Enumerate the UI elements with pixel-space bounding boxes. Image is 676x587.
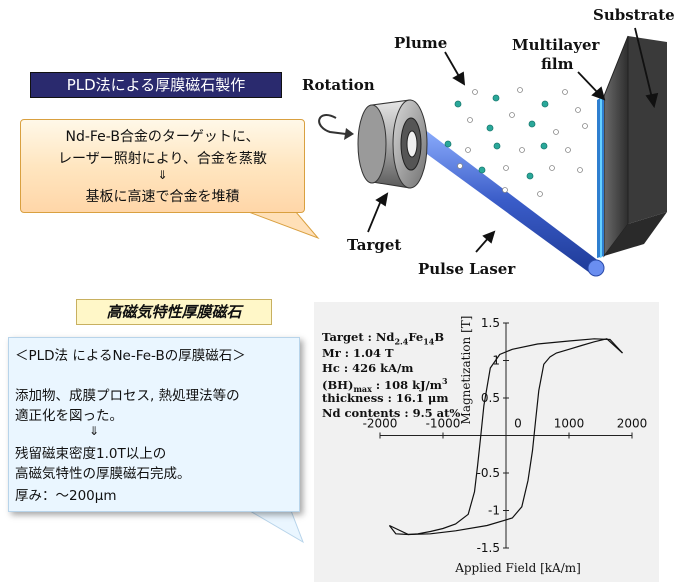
x-tick-label: 2000: [617, 417, 648, 431]
plume-particle: [486, 124, 494, 132]
annotation-bh-sup: 3: [441, 376, 448, 386]
label-pulse-laser: Pulse Laser: [418, 260, 516, 278]
annotation-nd: Nd contents : 9.5 at%: [322, 406, 461, 420]
callout2-line3: 適正化を図った。: [15, 408, 123, 424]
y-tick-label: 1.5: [481, 316, 500, 330]
annotation-bh-prefix: (BH): [322, 377, 354, 392]
callout2-line1: ＜PLD法 によるNe-Fe-Bの厚膜磁石＞: [15, 348, 246, 364]
callout1-line2: レーザー照射により、合金を蒸散: [58, 151, 267, 167]
plume-particle-small: [502, 187, 508, 193]
label-target: Target: [347, 236, 402, 254]
y-tick-label: -1.5: [477, 541, 500, 555]
annotation-bh-sub: max: [353, 384, 372, 395]
x-tick-label: -1000: [426, 417, 461, 431]
plume-particle-small: [503, 165, 509, 171]
annotation-mr: Mr : 1.04 T: [322, 346, 394, 360]
plume-particle-small: [537, 191, 543, 197]
pulse-laser-beam: [405, 126, 605, 277]
plume-particle: [444, 140, 452, 148]
hysteresis-ascending-branch: [389, 338, 623, 536]
x-tick-label: 0: [514, 417, 522, 431]
label-substrate: Substrate: [593, 6, 675, 24]
multilayer-film: [597, 96, 604, 258]
annotation-bhmax: (BH)max : 108 kJ/m3: [322, 376, 448, 394]
y-tick-label: -0.5: [477, 466, 500, 480]
plume-particle: [541, 100, 549, 108]
x-tick-label: 1000: [554, 417, 585, 431]
plume-particle: [493, 142, 501, 150]
pld-process-title: PLD法による厚膜磁石製作: [30, 72, 282, 98]
results-description-callout: ＜PLD法 によるNe-Fe-Bの厚膜磁石＞ 添加物、成膜プロセス, 熱処理法等…: [8, 337, 300, 512]
y-tick-label: -1: [488, 504, 500, 518]
plume-particle-small: [517, 87, 523, 93]
plume-particles: [444, 87, 588, 197]
plume-particle-small: [472, 89, 478, 95]
annotation-target-fe: Fe: [408, 330, 424, 344]
plume-particle: [528, 120, 536, 128]
annotation-hc: Hc : 426 kA/m: [322, 361, 414, 375]
plume-particle-small: [577, 167, 583, 173]
plume-particle-small: [549, 165, 555, 171]
pointer-arrows: [367, 27, 659, 253]
annotation-target: Target : Nd2.4Fe14B: [322, 330, 444, 346]
label-multilayer: Multilayer: [512, 36, 600, 54]
callout2-line6: 厚み：～200μm: [15, 488, 117, 504]
annotation-target-sub1: 2.4: [394, 336, 409, 347]
x-tick-label: -2000: [363, 417, 398, 431]
plume-particle: [478, 166, 486, 174]
plume-particle-small: [509, 112, 515, 118]
callout1-line1: Nd-Fe-B合金のターゲットに、: [65, 129, 260, 145]
callout2-line2: 添加物、成膜プロセス, 熱処理法等の: [15, 388, 240, 404]
label-plume: Plume: [394, 34, 448, 52]
callout1-arrow: ⇓: [157, 168, 168, 182]
callout1-line3: 基板に高速で合金を堆積: [85, 189, 240, 205]
y-axis-label: Magnetization [T]: [459, 316, 473, 425]
plume-particle-small: [582, 123, 588, 129]
callout2-tail: [243, 507, 304, 544]
hysteresis-descending-branch: [388, 338, 623, 536]
plume-particle-small: [465, 147, 471, 153]
plume-particle-small: [553, 129, 559, 135]
annotation-target-prefix: Target : Nd: [322, 330, 395, 344]
plume-particle-small: [565, 147, 571, 153]
plume-particle-small: [467, 117, 473, 123]
annotation-bh-value: : 108 kJ/m: [371, 377, 442, 392]
x-axis-label: Applied Field [kA/m]: [454, 561, 581, 575]
high-performance-magnet-title: 高磁気特性厚膜磁石: [76, 299, 272, 325]
plume-particle-small: [519, 147, 525, 153]
annotation-target-sub2: 14: [423, 336, 435, 347]
callout2-line5: 高磁気特性の厚膜磁石完成。: [15, 466, 191, 482]
plume-particle-small: [457, 163, 463, 169]
plume-particle: [540, 142, 548, 150]
plume-particle: [454, 100, 462, 108]
plume-particle-small: [575, 107, 581, 113]
substrate-block: [603, 35, 667, 258]
annotation-thickness: thickness : 16.1 μm: [322, 391, 449, 405]
callout2-line4: 残留磁束密度1.0T以上の: [15, 446, 167, 462]
label-film: film: [541, 55, 574, 73]
callout2-arrow: ⇓: [89, 424, 100, 438]
label-rotation: Rotation: [302, 76, 375, 94]
plume-particle: [526, 172, 534, 180]
target-cylinder: [357, 99, 428, 189]
rotation-arrow-icon: [318, 114, 354, 140]
annotation-target-b: B: [434, 330, 445, 344]
plume-particle-small: [562, 89, 568, 95]
plume-particle: [492, 94, 500, 102]
process-description-callout: Nd-Fe-B合金のターゲットに、 レーザー照射により、合金を蒸散 ⇓ 基板に高…: [20, 119, 305, 213]
